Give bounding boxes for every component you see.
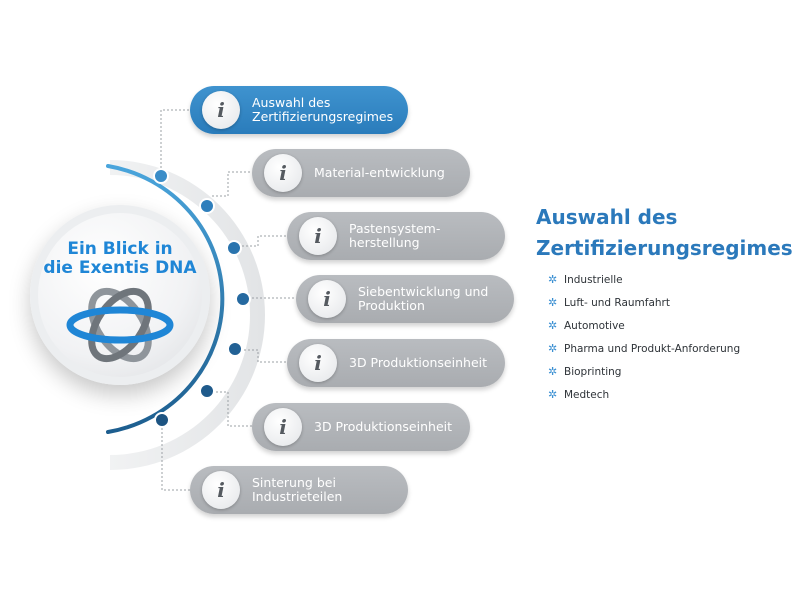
list-item: ✲Luft- und Raumfahrt [548,295,670,309]
arc-line [106,164,225,434]
list-item: ✲Medtech [548,387,610,401]
leader-line-3 [238,235,287,247]
info-icon: i [264,408,302,446]
step-label: Sinterung bei Industrieteilen [252,475,343,504]
leader-line-7 [161,420,190,491]
info-icon: i [299,217,337,255]
step-pill-7[interactable]: i Sinterung bei Industrieteilen [190,466,408,514]
info-icon: i [308,280,346,318]
step-pill-6[interactable]: i 3D Produktionseinheit [252,403,470,451]
info-icon: i [202,471,240,509]
panel-list: ✲Industrielle ✲Luft- und Raumfahrt ✲Auto… [548,268,740,406]
info-icon: i [264,154,302,192]
gear-bullet-icon: ✲ [548,295,558,309]
leader-line-1 [160,109,190,176]
list-item: ✲Pharma und Produkt-Anforderung [548,341,741,355]
step-label: Auswahl des Zertifizierungsregimes [252,95,394,124]
gear-bullet-icon: ✲ [548,318,558,332]
exentis-atom-logo-icon [66,287,174,363]
gear-bullet-icon: ✲ [548,387,558,401]
hub-title: Ein Blick in die Exentis DNA [43,239,197,278]
step-pill-3[interactable]: i Pastensystem-herstellung [287,212,505,260]
step-pill-2[interactable]: i Material-entwicklung [252,149,470,197]
leader-line-6 [208,391,252,427]
arc-node-3 [226,240,242,256]
arc-node-4 [235,291,251,307]
step-label: Siebentwicklung und Produktion [358,284,489,313]
arc-node-1 [153,168,169,184]
arc-node-2 [199,198,215,214]
list-item: ✲Industrielle [548,272,623,286]
arc-node-7 [154,412,170,428]
step-label: Material-entwicklung [314,165,445,180]
gear-bullet-icon: ✲ [548,272,558,286]
panel-title: Auswahl des Zertifizierungsregimes [536,205,793,260]
arc-node-5 [227,341,243,357]
gear-bullet-icon: ✲ [548,364,558,378]
info-icon: i [202,91,240,129]
leader-line-5 [236,349,287,363]
info-icon: i [299,344,337,382]
step-pill-5[interactable]: i 3D Produktionseinheit [287,339,505,387]
list-item: ✲Automotive [548,318,625,332]
step-label: Pastensystem-herstellung [349,221,441,250]
gear-bullet-icon: ✲ [548,341,558,355]
step-label: 3D Produktionseinheit [349,355,488,370]
step-pill-1[interactable]: i Auswahl des Zertifizierungsregimes [190,86,408,134]
step-pill-4[interactable]: i Siebentwicklung und Produktion [296,275,514,323]
arc-node-6 [199,383,215,399]
step-label: 3D Produktionseinheit [314,419,453,434]
list-item: ✲Bioprinting [548,364,622,378]
leader-line-2 [212,171,252,197]
